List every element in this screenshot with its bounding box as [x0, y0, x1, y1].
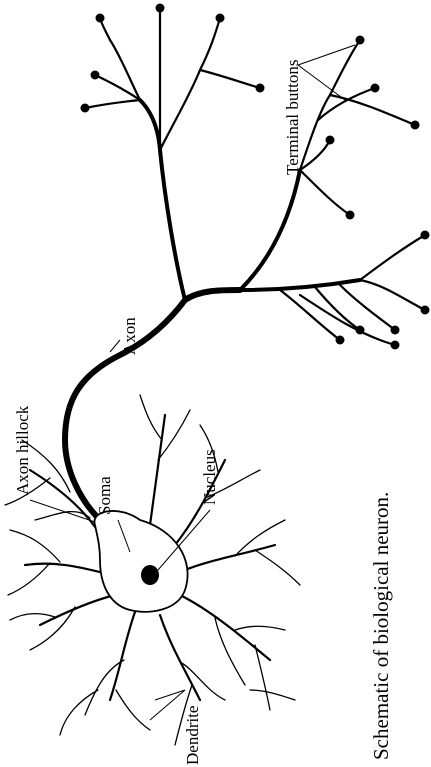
terminal-button: [421, 306, 430, 315]
terminal-button: [336, 336, 345, 345]
terminal-buttons: [81, 4, 430, 350]
terminal-button: [91, 71, 100, 80]
label-nucleus: Nucleus: [200, 449, 219, 505]
axon-tree: [65, 8, 425, 520]
terminal-button: [356, 36, 365, 45]
terminal-button: [326, 136, 335, 145]
label-soma: Soma: [95, 476, 114, 515]
terminal-button: [346, 211, 355, 220]
terminal-button: [96, 14, 105, 23]
label-axon-hillock: Axon hillock: [13, 405, 32, 495]
label-terminal-buttons: Terminal buttons: [283, 60, 302, 175]
terminal-button: [156, 4, 165, 13]
terminal-button: [216, 14, 225, 23]
terminal-button: [391, 341, 400, 350]
terminal-button: [81, 104, 90, 113]
nucleus-dot: [141, 565, 159, 585]
caption: Schematic of biological neuron.: [369, 492, 393, 760]
terminal-button: [411, 121, 420, 130]
label-axon: Axon: [120, 317, 139, 355]
terminal-button: [356, 326, 365, 335]
label-dendrite: Dendrite: [183, 706, 202, 765]
terminal-button: [391, 326, 400, 335]
terminal-button: [421, 231, 430, 240]
terminal-button: [371, 84, 380, 93]
leader-lines: [30, 45, 355, 720]
terminal-button: [256, 84, 265, 93]
